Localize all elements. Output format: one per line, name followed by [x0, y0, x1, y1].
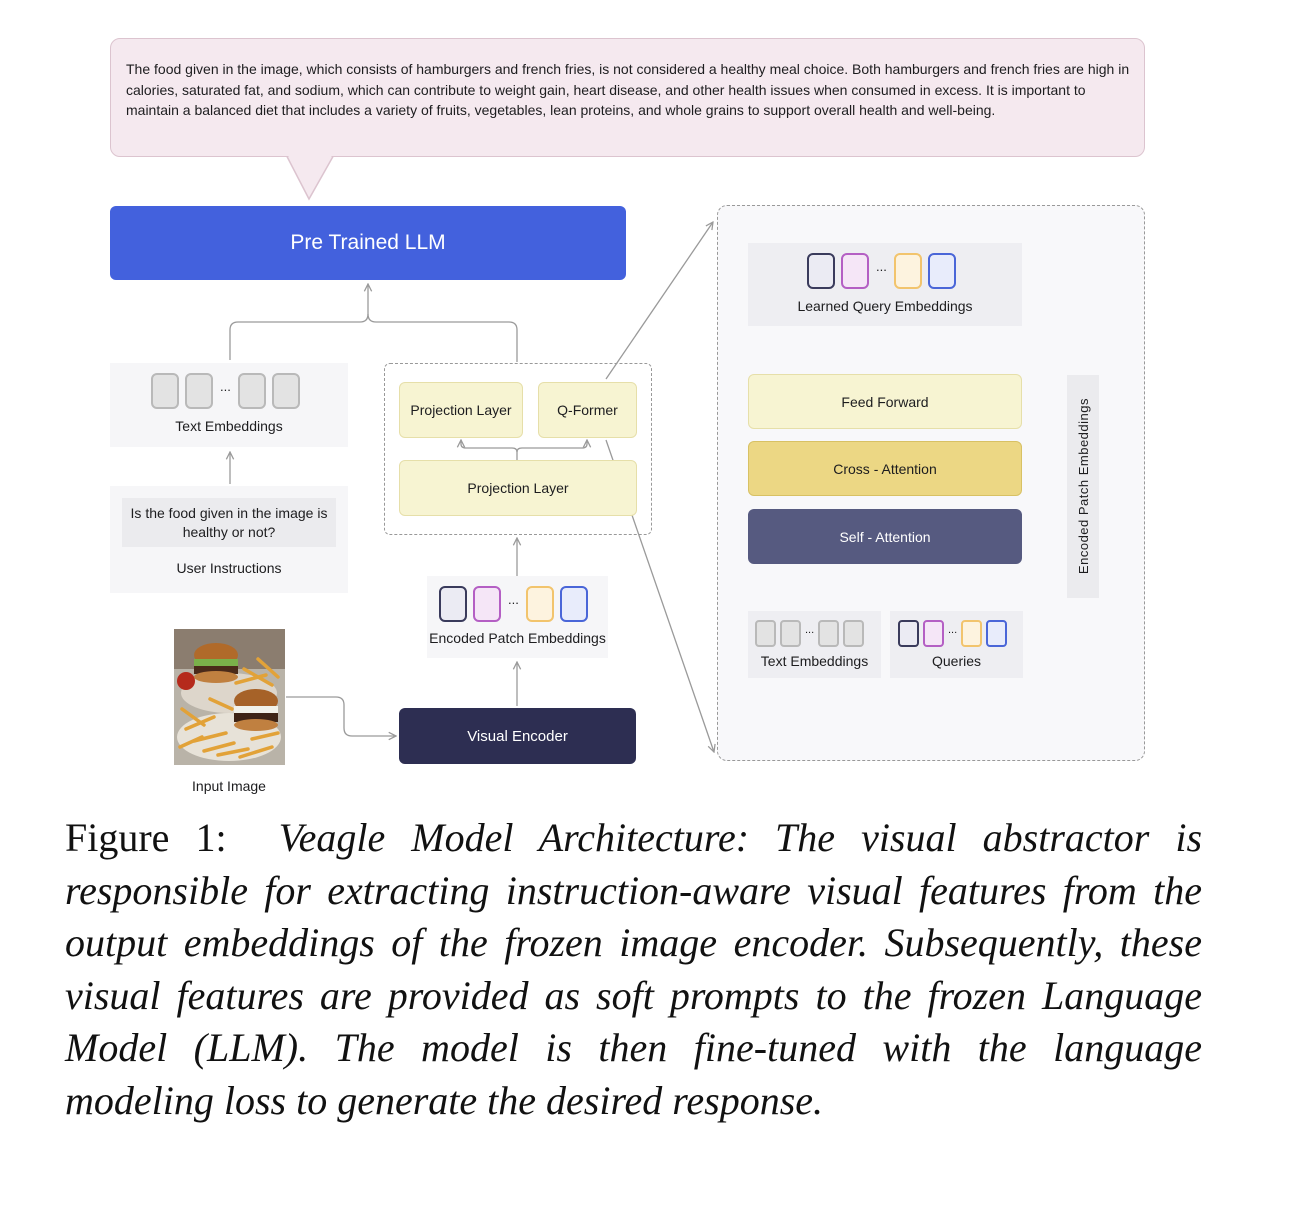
- detail-text-embeddings-label: Text Embeddings: [760, 653, 869, 669]
- projection-group: [384, 363, 652, 535]
- encoded-patch-embeddings-label: Encoded Patch Embeddings: [429, 630, 606, 646]
- user-instructions-label: User Instructions: [176, 560, 282, 576]
- token-blue: [927, 253, 956, 289]
- projection-layer-top: Projection Layer: [399, 382, 523, 438]
- token-blue: [559, 586, 588, 622]
- detail-text-tokens: ...: [755, 620, 880, 647]
- token-gray: [780, 620, 801, 647]
- text-embeddings-panel: ... Text Embeddings: [110, 363, 348, 447]
- queries-label: Queries: [931, 653, 982, 669]
- token-dark: [898, 620, 919, 647]
- token-purple: [841, 253, 869, 289]
- response-text: The food given in the image, which consi…: [126, 61, 1130, 118]
- caption-prefix: Figure 1:: [65, 815, 227, 860]
- feed-forward-block: Feed Forward: [748, 374, 1022, 429]
- input-image: [174, 629, 285, 765]
- learned-query-embeddings-label: Learned Query Embeddings: [797, 298, 973, 314]
- token-gray: [755, 620, 776, 647]
- caption-italic-text: Veagle Model Architecture: The visual ab…: [65, 815, 1203, 1123]
- text-embeddings-label: Text Embeddings: [175, 418, 283, 434]
- token-orange: [893, 253, 922, 289]
- figure-caption: Figure 1: Veagle Model Architecture: The…: [65, 812, 1202, 1127]
- token-orange: [961, 620, 983, 647]
- response-bubble: The food given in the image, which consi…: [110, 38, 1145, 157]
- projection-layer-bottom: Projection Layer: [399, 460, 637, 516]
- visual-encoder-block: Visual Encoder: [399, 708, 636, 764]
- token-purple: [473, 586, 501, 622]
- encoded-patch-embeddings-side-label: Encoded Patch Embeddings: [1075, 398, 1091, 575]
- cross-attention-block: Cross - Attention: [748, 441, 1022, 496]
- token-gray: [151, 373, 179, 409]
- token-gray: [818, 620, 840, 647]
- token-dark: [807, 253, 835, 289]
- token-blue: [986, 620, 1008, 647]
- learned-query-tokens: ...: [807, 253, 967, 289]
- text-embedding-tokens: ...: [151, 373, 311, 409]
- token-gray: [237, 373, 266, 409]
- patch-embedding-tokens: ...: [439, 586, 599, 622]
- token-ellipsis: ...: [805, 623, 815, 636]
- learned-query-embeddings-panel: ... Learned Query Embeddings: [748, 243, 1022, 326]
- query-tokens: ...: [898, 620, 1023, 647]
- bubble-tail: [286, 155, 334, 201]
- pre-trained-llm-block: Pre Trained LLM: [110, 206, 626, 280]
- token-gray: [843, 620, 865, 647]
- user-instructions-panel: Is the food given in the image is health…: [110, 486, 348, 593]
- encoded-patch-embeddings-panel: ... Encoded Patch Embeddings: [427, 576, 608, 658]
- encoded-patch-embeddings-side-panel: Encoded Patch Embeddings: [1067, 375, 1099, 598]
- queries-panel: ... Queries: [890, 611, 1023, 678]
- token-ellipsis: ...: [948, 623, 958, 636]
- token-gray: [271, 373, 300, 409]
- q-former-block: Q-Former: [538, 382, 637, 438]
- detail-text-embeddings-panel: ... Text Embeddings: [748, 611, 881, 678]
- self-attention-block: Self - Attention: [748, 509, 1022, 564]
- token-orange: [525, 586, 554, 622]
- token-dark: [439, 586, 467, 622]
- token-ellipsis: ...: [508, 591, 519, 607]
- token-purple: [923, 620, 944, 647]
- token-ellipsis: ...: [876, 258, 887, 274]
- token-ellipsis: ...: [220, 378, 231, 394]
- token-gray: [185, 373, 213, 409]
- input-image-label: Input Image: [192, 778, 266, 794]
- user-question: Is the food given in the image is health…: [122, 498, 336, 547]
